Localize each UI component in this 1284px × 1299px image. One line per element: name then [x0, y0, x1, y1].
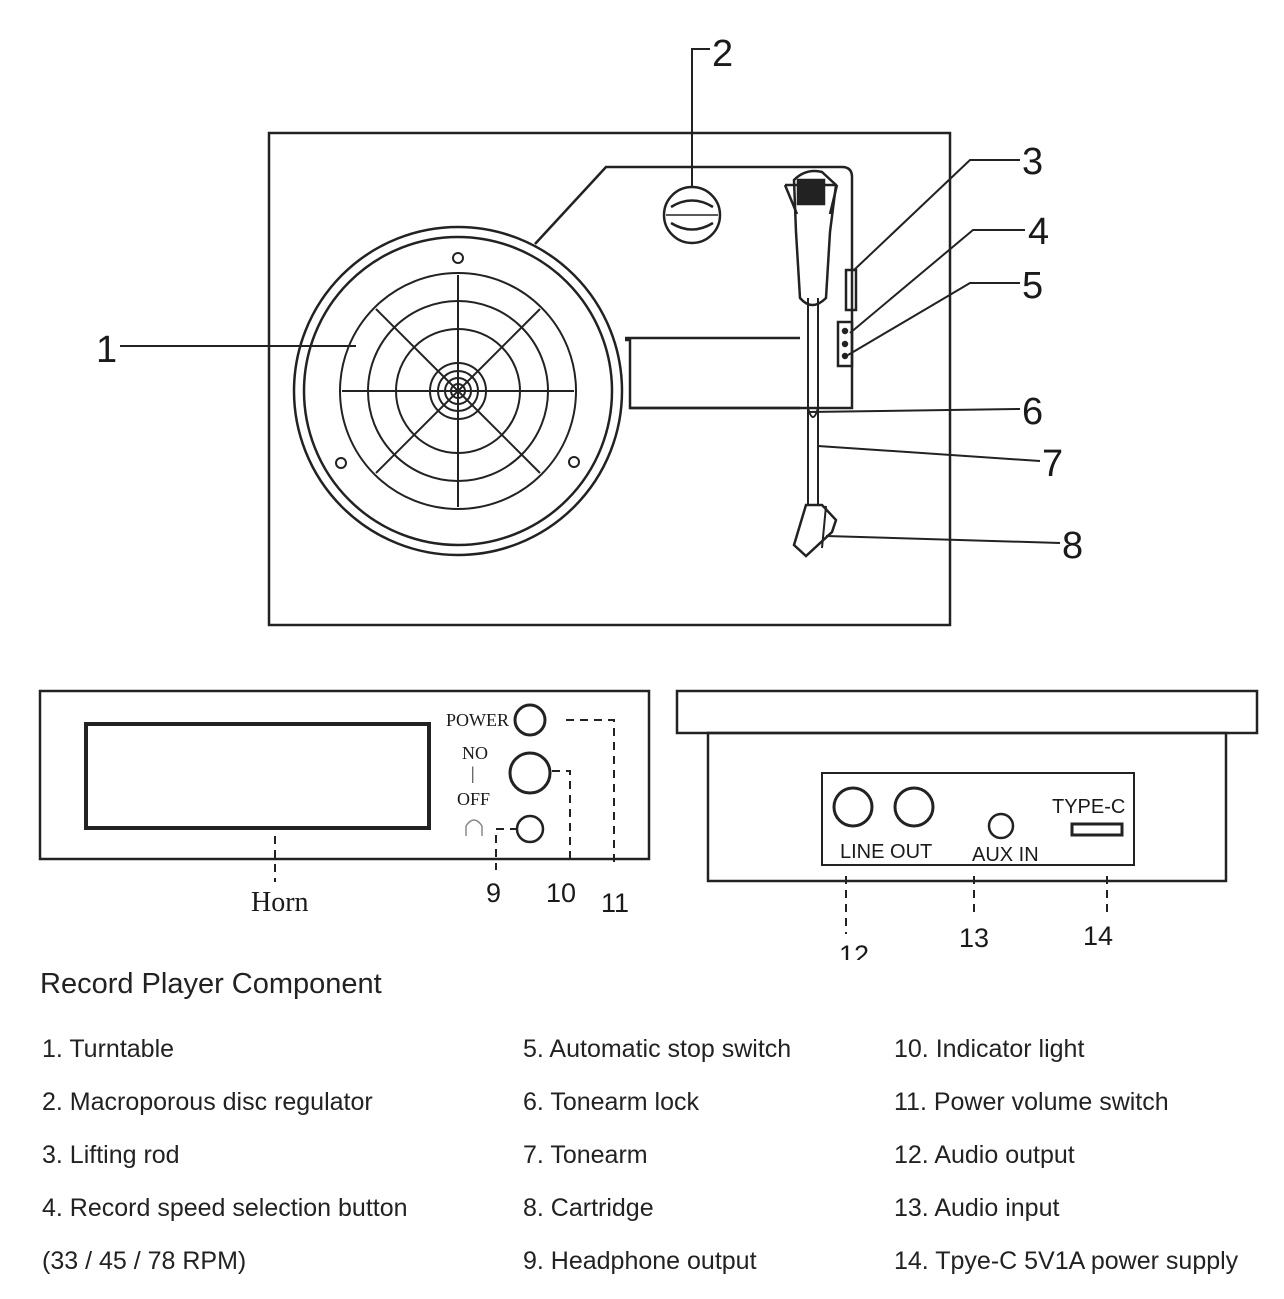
legend-item: 5. Automatic stop switch: [523, 1035, 792, 1063]
callout-11: 11: [601, 888, 629, 918]
legend-item: 4. Record speed selection button: [42, 1194, 408, 1222]
line-out-left-jack: [832, 786, 874, 828]
legend-item: 9. Headphone output: [523, 1247, 757, 1275]
callout-3: 3: [1022, 141, 1043, 183]
back-panel-lid: [675, 689, 1259, 735]
callout-12: 12: [839, 940, 869, 960]
power-indicator: [513, 703, 547, 737]
headphone-icon: [465, 819, 483, 836]
power-label: POWER: [446, 710, 509, 730]
legend-item: 3. Lifting rod: [42, 1141, 180, 1169]
legend-item: 10. Indicator light: [894, 1035, 1085, 1063]
off-label: OFF: [457, 789, 490, 809]
lifting-rod: [844, 268, 858, 312]
line-out-right-jack: [893, 786, 935, 828]
callout-13: 13: [959, 923, 989, 953]
legend-item: 14. Tpye-C 5V1A power supply: [894, 1247, 1239, 1275]
turntable: [292, 225, 624, 557]
player-body-top-view: [267, 131, 952, 627]
legend-title: Record Player Component: [40, 968, 382, 1000]
callout-14: 14: [1083, 921, 1113, 951]
legend-item: 1. Turntable: [42, 1035, 175, 1063]
callout-4: 4: [1028, 211, 1049, 253]
legend-column-2: 5. Automatic stop switch 6. Tonearm lock…: [523, 1032, 791, 1297]
horn-grille: [84, 722, 431, 830]
callout-7: 7: [1042, 443, 1063, 485]
disc-regulator: [662, 185, 722, 245]
legend-column-3: 10. Indicator light 11. Power volume swi…: [894, 1032, 1238, 1297]
horn-label: Horn: [251, 887, 309, 918]
callout-5: 5: [1022, 265, 1043, 307]
legend-item: (33 / 45 / 78 RPM): [42, 1247, 247, 1275]
legend-item: 11. Power volume switch: [894, 1088, 1169, 1116]
type-c-port: [1070, 822, 1124, 837]
aux-in-label: AUX IN: [972, 844, 1039, 866]
no-label: NO: [462, 743, 488, 763]
switch-bar-label: |: [471, 763, 475, 783]
front-panel: [38, 689, 651, 861]
legend-item: 6. Tonearm lock: [523, 1088, 700, 1116]
legend-item: 7. Tonearm: [523, 1141, 648, 1169]
type-c-label: TYPE-C: [1052, 796, 1125, 818]
legend-column-1: 1. Turntable 2. Macroporous disc regulat…: [42, 1032, 408, 1297]
tonearm: [783, 169, 839, 558]
legend-item: 13. Audio input: [894, 1194, 1060, 1222]
speed-switch: [836, 320, 854, 368]
power-volume-knob: [508, 751, 552, 795]
callout-9: 9: [486, 878, 501, 908]
legend-item: 12. Audio output: [894, 1141, 1075, 1169]
record-player-diagram: 1 2 3 4 5 6 7 8 POWER NO | OFF Horn 9 10…: [38, 33, 1259, 960]
aux-in-jack: [987, 812, 1015, 840]
line-out-label: LINE OUT: [840, 841, 932, 863]
legend-item: 8. Cartridge: [523, 1194, 654, 1222]
back-port-plate: [821, 772, 1135, 866]
legend-item: 2. Macroporous disc regulator: [42, 1088, 373, 1116]
callout-6: 6: [1022, 391, 1043, 433]
callout-1: 1: [96, 329, 117, 371]
callout-2: 2: [712, 33, 733, 75]
back-panel: [706, 731, 1228, 883]
callout-10: 10: [546, 878, 576, 908]
headphone-jack: [515, 814, 545, 844]
callout-8: 8: [1062, 525, 1083, 567]
